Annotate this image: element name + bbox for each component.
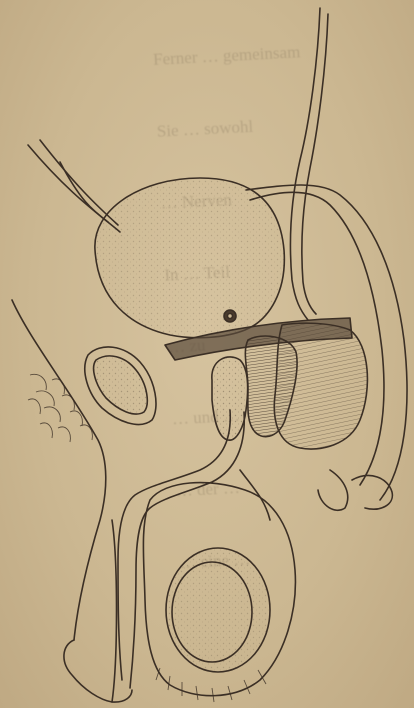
ureter xyxy=(302,14,328,314)
abdominal-wall-line xyxy=(40,140,118,225)
testis xyxy=(166,548,270,672)
ureter xyxy=(290,8,320,320)
penis-shaft-upper xyxy=(112,520,117,702)
anal-region xyxy=(318,470,348,510)
bladder xyxy=(95,178,284,338)
pubic-bone-inner xyxy=(94,356,148,414)
